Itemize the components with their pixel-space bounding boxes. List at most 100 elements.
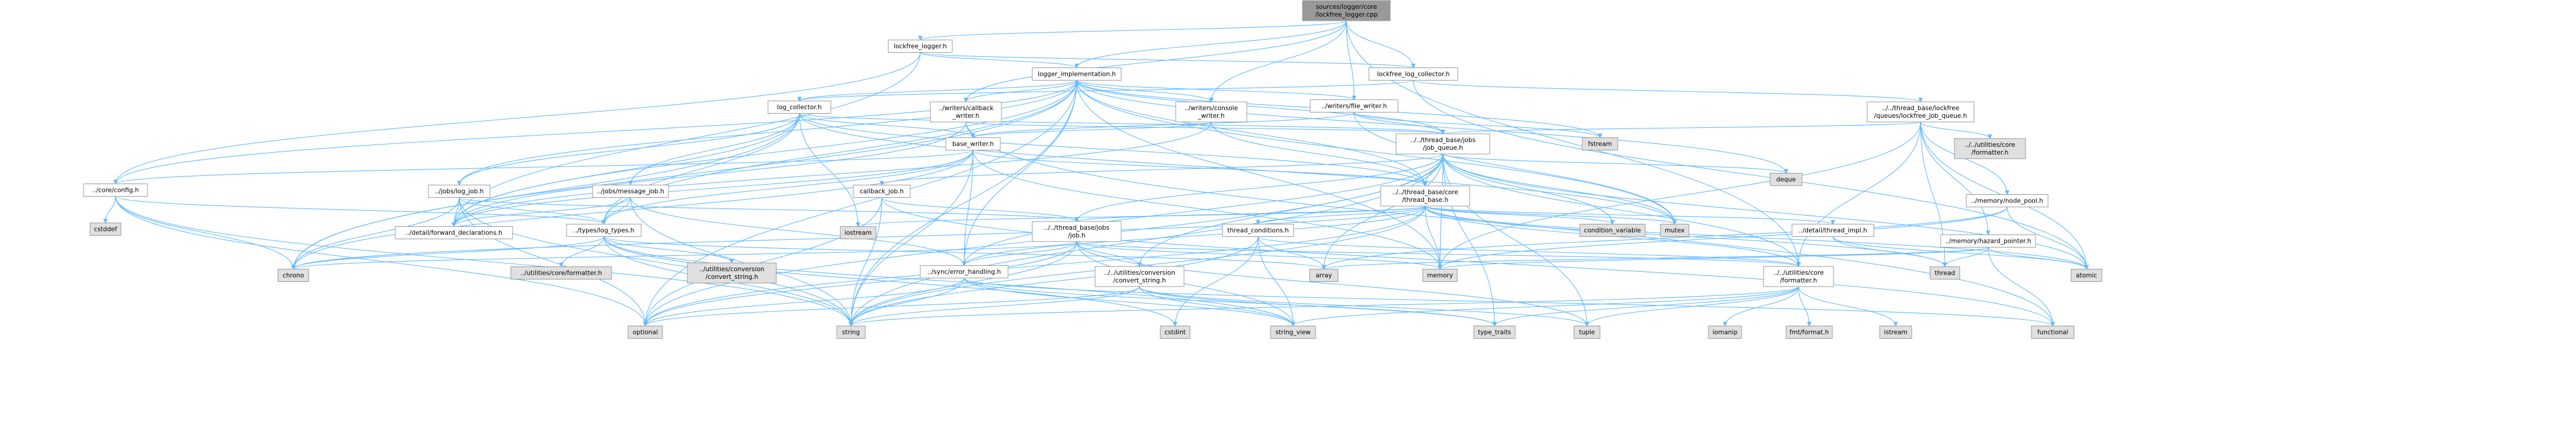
include-edge-logger_impl-to-console_writer — [1076, 80, 1214, 102]
node-lockfree-log-collector[interactable]: lockfree_log_collector.h — [1368, 68, 1458, 81]
include-edge-thread_base_jobs_job-to-chrono — [291, 241, 1077, 270]
include-edge-jobs_log_job-to-thread_base_jobs_job — [459, 197, 1079, 222]
node-label: ../../thread_base/core — [1392, 189, 1458, 196]
node-box — [1032, 68, 1122, 81]
node-box — [1573, 326, 1601, 339]
node-cstdint: cstdint — [1160, 326, 1191, 339]
node-thread-base-jobs-job[interactable]: ../../thread_base/jobs/job.h — [1032, 221, 1122, 242]
node-box — [89, 223, 121, 236]
include-edge-sync_error_handling-to-type_traits — [964, 278, 1497, 327]
include-edge-job_queue-to-array — [1321, 153, 1444, 270]
node-label: ../../thread_base/jobs — [1044, 224, 1109, 232]
node-label: ../../thread_base/jobs — [1410, 137, 1476, 144]
node-box — [1785, 326, 1833, 339]
node-label: ../memory/node_pool.h — [1971, 198, 2043, 205]
include-edge-core_config-to-string — [115, 196, 853, 327]
node-fmt-format: fmt/format.h — [1785, 326, 1833, 339]
include-edge-memory_hazard_pointer-to-memory — [1438, 247, 1989, 270]
include-edge-root-to-callback_writer — [964, 20, 1347, 102]
include-edge-logger_impl-to-log_collector — [797, 80, 1077, 102]
include-edge-memory_hazard_pointer-to-array — [1321, 247, 1989, 270]
node-label: ../../thread_base/lockfree — [1882, 105, 1960, 112]
node-memory-hazard-pointer[interactable]: ../memory/hazard_pointer.h — [1940, 234, 2036, 248]
node-label: ../utilities/conversion — [699, 266, 764, 273]
node-box — [836, 326, 866, 339]
node-label: deque — [1777, 176, 1796, 184]
node-root[interactable]: sources/logger/core/lockfree_logger.cpp — [1302, 0, 1391, 21]
node-box — [840, 226, 876, 239]
node-label: atomic — [2076, 272, 2097, 279]
include-edge-log_collector-to-jobs_message_job — [628, 113, 800, 186]
node-log-collector[interactable]: log_collector.h — [767, 101, 831, 114]
include-edge-thread_base_jobs_job-to-memory — [1076, 241, 1442, 270]
node-label: lockfree_logger.h — [894, 43, 947, 50]
node-jobs-log-job[interactable]: ../jobs/log_job.h — [428, 185, 491, 198]
node-tuple: tuple — [1573, 326, 1601, 339]
node-utilities-core-formatter[interactable]: ../../utilities/core/formatter.h — [1763, 266, 1834, 287]
include-edge-sync_error_handling-to-string_view — [964, 278, 1295, 327]
include-edge-jobs_log_job-to-chrono — [291, 197, 460, 270]
node-types-log-types[interactable]: ../types/log_types.h — [566, 224, 642, 237]
node-box — [1368, 68, 1458, 81]
include-edge-base_writer-to-forward_declarations — [452, 150, 974, 227]
node-memory-node-pool[interactable]: ../memory/node_pool.h — [1966, 194, 2049, 207]
include-edge-thread_conditions-to-string — [849, 236, 1259, 327]
include-edge-base_writer-to-sync_error_handling — [962, 150, 974, 266]
include-edge-thread_base_jobs_job-to-string_view — [1076, 241, 1295, 327]
node-job-queue[interactable]: ../../thread_base/jobs/job_queue.h — [1396, 133, 1490, 155]
node-file-writer[interactable]: ../writers/file_writer.h — [1310, 99, 1399, 113]
node-box — [566, 224, 642, 237]
include-edge-thread_base_core-to-memory — [1425, 205, 1442, 270]
include-edge-logger_impl-to-core_config — [113, 80, 1077, 185]
include-edge-logger_impl-to-job_queue — [1076, 80, 1445, 134]
include-edge-file_writer-to-job_queue — [1353, 112, 1445, 134]
include-edge-job_queue-to-type_traits — [1442, 153, 1497, 327]
node-utilities-conversion-convert-string-sys: ../utilities/conversion/convert_string.h — [687, 262, 777, 284]
node-label: condition_variable — [1584, 227, 1641, 234]
include-edge-memory_node_pool-to-memory — [1438, 207, 2008, 270]
include-edge-lockfree_job_queue-to-job_queue — [1441, 121, 1921, 134]
node-callback-writer[interactable]: ../writers/callback_writer.h — [930, 101, 1002, 123]
node-label: ../writers/file_writer.h — [1321, 103, 1387, 110]
node-mutex: mutex — [1660, 224, 1689, 237]
include-edge-thread_base_jobs_job-to-sync_error_handling — [962, 241, 1077, 266]
node-utilities-conversion-convert-string[interactable]: ../../utilities/conversion/convert_strin… — [1095, 266, 1185, 287]
node-box — [592, 185, 669, 198]
node-box — [1940, 234, 2036, 248]
node-sync-error-handling[interactable]: ../sync/error_handling.h — [920, 265, 1009, 278]
node-box — [1095, 266, 1185, 287]
node-label: array — [1316, 272, 1332, 279]
node-forward-declarations[interactable]: ../detail/forward_declarations.h — [395, 226, 513, 239]
node-logger-impl[interactable]: logger_implementation.h — [1032, 68, 1122, 81]
include-edge-core_config-to-chrono — [115, 196, 296, 270]
node-callback-job[interactable]: callback_job.h — [853, 185, 911, 198]
include-edge-log_collector-to-mutex — [799, 113, 1677, 225]
node-box — [83, 184, 148, 197]
node-box — [1380, 185, 1470, 207]
include-edge-thread_base_jobs_job-to-utilities_core_formatter — [1076, 241, 1801, 267]
node-box — [1708, 326, 1742, 339]
include-edge-core_config-to-cstddef — [103, 196, 116, 224]
node-label: _writer.h — [952, 113, 980, 120]
node-lockfree-job-queue[interactable]: ../../thread_base/lockfree/queues/lockfr… — [1867, 101, 1975, 123]
include-edge-file_writer-to-mutex — [1353, 112, 1677, 225]
node-thread-conditions[interactable]: thread_conditions.h — [1222, 224, 1294, 237]
node-label: cstddef — [94, 226, 117, 233]
include-edge-callback_job-to-thread_base_jobs_job — [881, 197, 1079, 222]
node-console-writer[interactable]: ../writers/console_writer.h — [1175, 101, 1247, 123]
node-box — [1309, 269, 1339, 282]
include-edge-job_queue-to-thread_base_jobs_job — [1074, 153, 1444, 222]
node-detail-thread-impl[interactable]: ../detail/thread_impl.h — [1791, 224, 1874, 237]
node-thread-base-core[interactable]: ../../thread_base/core/thread_base.h — [1380, 185, 1470, 207]
include-edge-utilities_core_formatter-to-string_view — [1291, 286, 1799, 327]
include-edge-job_queue-to-sync_error_handling — [962, 153, 1444, 266]
node-cstddef: cstddef — [89, 223, 121, 236]
include-edge-core_config-to-types_log_types — [115, 196, 606, 225]
node-base-writer[interactable]: base_writer.h — [945, 137, 1001, 150]
node-lockfree-logger-h[interactable]: lockfree_logger.h — [888, 40, 953, 53]
include-edge-logger_impl-to-mutex — [1076, 80, 1677, 225]
node-jobs-message-job[interactable]: ../jobs/message_job.h — [592, 185, 669, 198]
node-core-config[interactable]: ../core/config.h — [83, 184, 148, 197]
include-edge-log_collector-to-iostream — [799, 113, 860, 227]
node-atomic: atomic — [2071, 269, 2103, 282]
